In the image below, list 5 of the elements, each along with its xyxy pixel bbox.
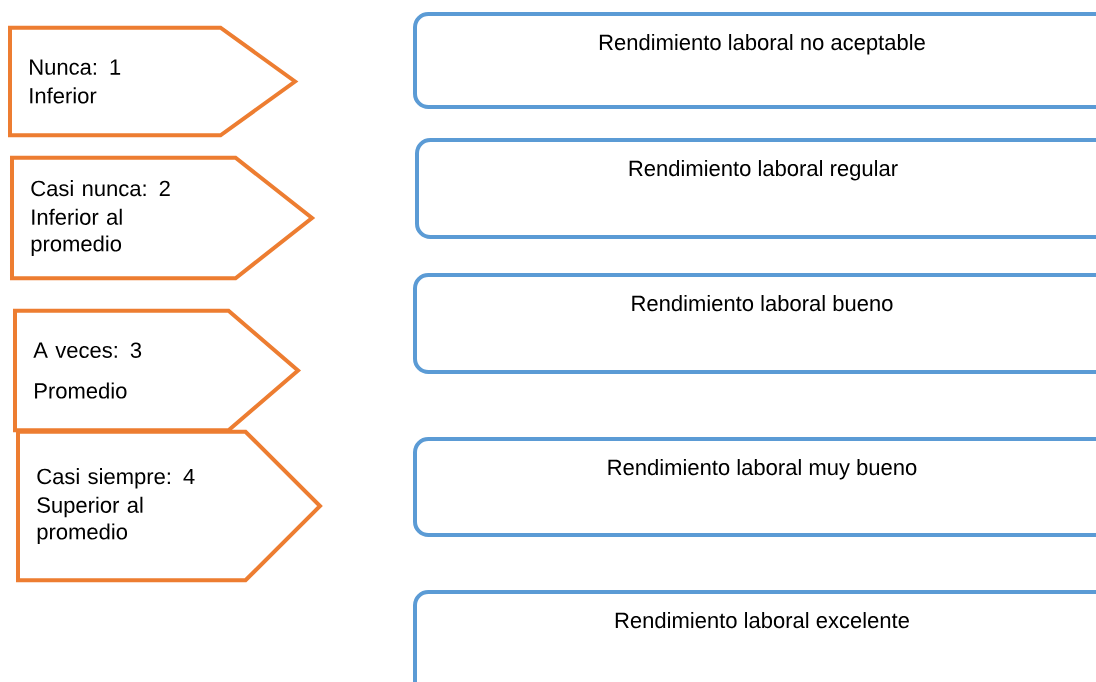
rounded-box: Rendimiento laboral bueno xyxy=(413,273,1096,374)
rounded-box: Rendimiento laboral regular xyxy=(415,138,1096,239)
rounded-box: Rendimiento laboral excelente xyxy=(413,590,1096,682)
rounded-box: Rendimiento laboral muy bueno xyxy=(413,437,1096,537)
rounded-box: Rendimiento laboral no aceptable xyxy=(413,12,1096,109)
